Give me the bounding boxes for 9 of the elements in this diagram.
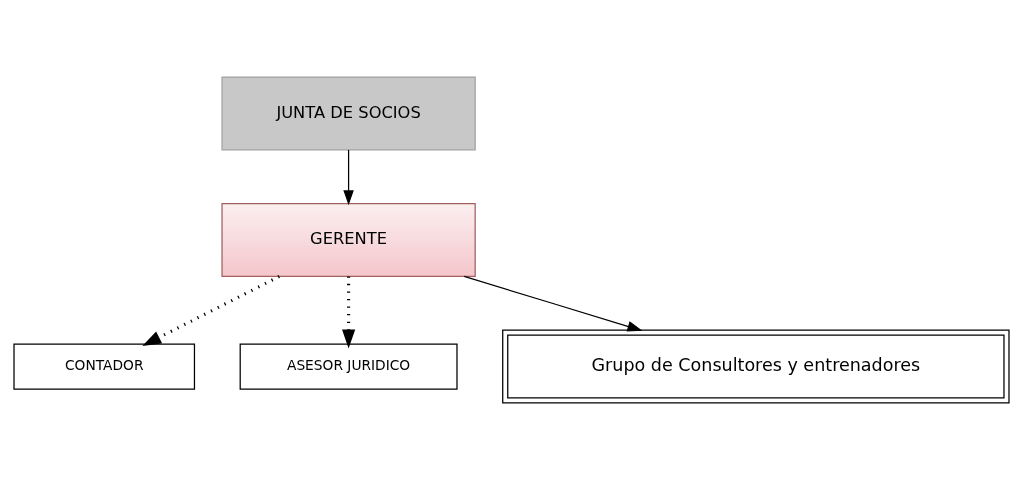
arrow xyxy=(141,274,280,346)
arrow xyxy=(341,275,355,348)
node-box: GERENTE xyxy=(220,202,476,277)
node-box: ASESOR JURIDICO xyxy=(239,342,458,390)
node-box: JUNTA DE SOCIOS xyxy=(220,75,476,150)
arrow xyxy=(463,275,642,331)
arrow xyxy=(342,148,354,205)
node-box: CONTADOR xyxy=(12,342,195,390)
node-box: Grupo de Consultores y entrenadores xyxy=(501,329,1010,404)
